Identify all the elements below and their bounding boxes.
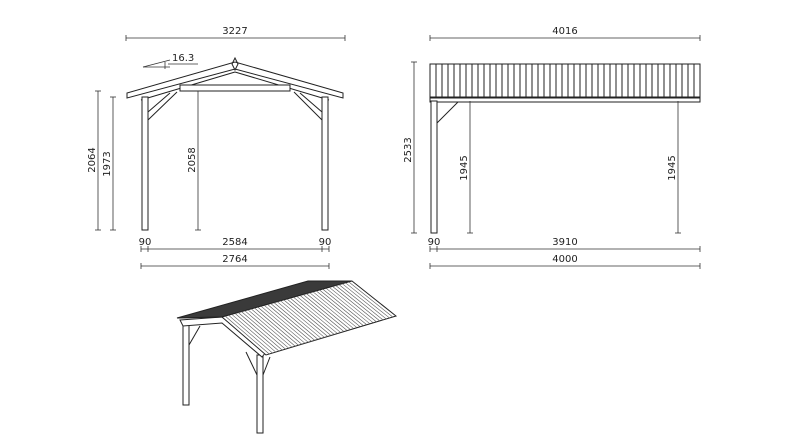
label-clear-right: 1945 <box>667 155 678 180</box>
corrugation-line <box>241 311 286 350</box>
posts <box>141 91 329 231</box>
corrugation-line <box>335 285 380 322</box>
corrugation-line <box>306 293 351 330</box>
corrugation-line <box>303 294 348 331</box>
corrugation-line <box>293 296 338 334</box>
corrugation-line <box>260 305 306 344</box>
label-roof-slope: 16.3 <box>172 53 194 64</box>
corrugation-line <box>270 303 315 341</box>
gable-roof <box>126 56 344 101</box>
dimension-overall-width: 3227 <box>125 26 346 41</box>
label-overall-width: 3227 <box>222 26 247 37</box>
corrugation-line <box>312 291 358 328</box>
corrugation-line <box>348 281 393 318</box>
roof-side <box>429 63 701 103</box>
dimension-heights: 2064 1973 2058 <box>87 90 201 231</box>
label-outer-length: 4000 <box>552 254 577 265</box>
iso-post-right <box>256 354 264 434</box>
isometric-view <box>176 280 398 434</box>
corrugation-line <box>277 301 322 339</box>
dimension-side-heights: 2533 1945 1945 <box>403 61 681 234</box>
corrugation-line <box>247 309 293 348</box>
corrugation-line <box>286 298 332 336</box>
corrugation-line <box>244 310 289 349</box>
label-post-left: 90 <box>139 237 152 248</box>
corrugation-line <box>319 289 364 326</box>
corrugation-line <box>251 308 296 347</box>
corrugation-line <box>342 283 387 320</box>
corrugation-line <box>338 284 384 321</box>
corrugation-line <box>257 306 302 345</box>
dimension-widths: 90 2584 90 2764 <box>139 237 332 269</box>
label-height-clear: 2058 <box>187 147 198 172</box>
corrugation-line <box>225 315 270 355</box>
corrugation-line <box>345 282 390 319</box>
corrugation-line <box>332 286 377 323</box>
iso-post-left <box>182 321 190 406</box>
iso-roof-corrugated <box>220 280 398 356</box>
post-side <box>430 100 438 234</box>
label-outer-width: 2764 <box>222 254 247 265</box>
label-clear-left: 1945 <box>459 155 470 180</box>
corrugation-line <box>280 300 325 338</box>
dimension-lengths: 90 3910 4000 <box>428 237 701 269</box>
label-inner-length: 3910 <box>552 237 577 248</box>
side-elevation: 4016 2533 1945 1945 90 3910 4000 <box>403 26 701 269</box>
corrugation-line <box>316 290 361 327</box>
corrugation-line <box>309 292 354 329</box>
label-overall-length: 4016 <box>552 26 577 37</box>
corrugation-line <box>267 304 312 342</box>
front-elevation: 3227 16.3 2064 1973 2058 <box>87 26 346 269</box>
corrugation-line <box>325 287 371 325</box>
corrugation-line <box>329 287 374 324</box>
corrugation-line <box>254 307 299 346</box>
dimension-overall-length: 4016 <box>429 26 701 41</box>
corrugation-line <box>283 299 328 337</box>
corrugation-line <box>299 295 345 332</box>
corrugation-line <box>264 305 309 343</box>
corrugation-line <box>234 313 280 352</box>
corrugation-line <box>228 314 273 354</box>
roof-slope-indicator: 16.3 <box>142 53 198 69</box>
label-post-width: 90 <box>428 237 441 248</box>
label-height-total: 2064 <box>87 147 98 172</box>
label-post-right: 90 <box>319 237 332 248</box>
corrugation-line <box>290 297 335 335</box>
label-side-height-total: 2533 <box>403 137 414 162</box>
brace <box>436 101 459 124</box>
corrugation-line <box>231 314 276 353</box>
corrugation-line <box>322 288 367 326</box>
corrugation-line <box>296 296 341 333</box>
corrugation-line <box>273 302 319 340</box>
label-inner-width: 2584 <box>222 237 247 248</box>
corrugation-line <box>238 312 283 351</box>
label-height-eave: 1973 <box>102 151 113 176</box>
